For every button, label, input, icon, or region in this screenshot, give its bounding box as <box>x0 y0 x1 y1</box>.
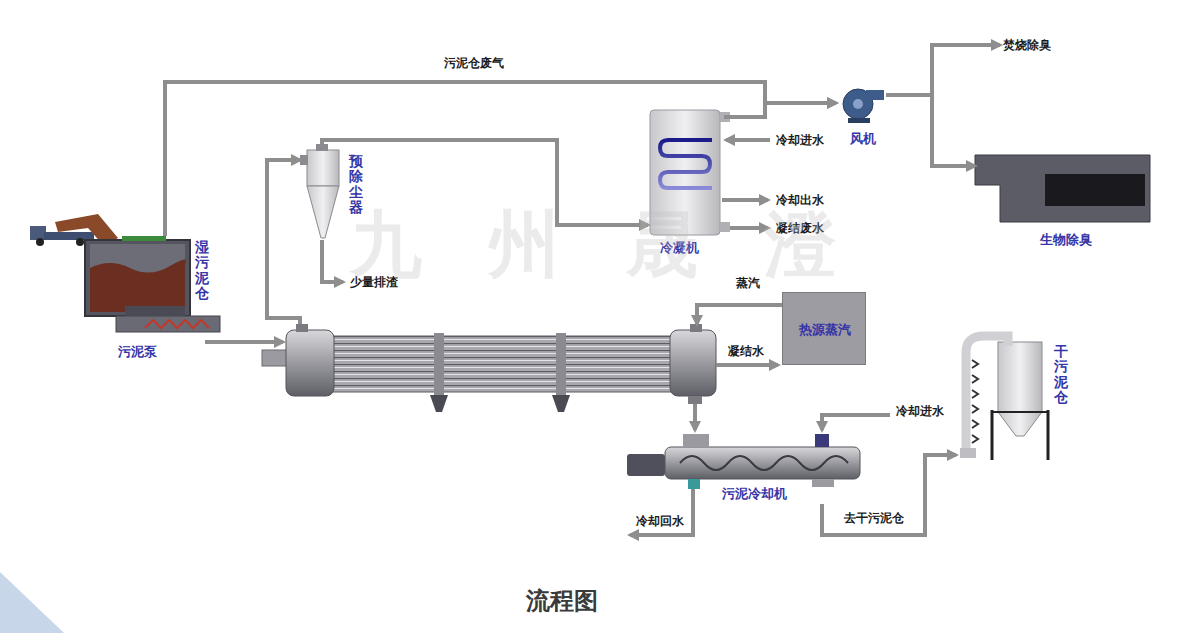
art-part <box>848 118 870 123</box>
cyclone <box>300 144 339 238</box>
art-part <box>36 238 44 246</box>
art-part <box>972 360 978 443</box>
condensate-label: 凝结水 <box>728 344 764 358</box>
art-part <box>690 324 702 332</box>
pipe <box>722 198 768 202</box>
art-part <box>627 454 665 476</box>
wet-sludge-bin-node: 湿污泥仓 <box>85 236 213 318</box>
sludge-cooler <box>627 434 860 489</box>
art-part <box>680 456 848 470</box>
water-label: 冷却回水 <box>636 514 684 528</box>
art-part <box>430 395 448 412</box>
water-label: 冷却进水 <box>776 133 824 147</box>
art-part <box>300 155 308 165</box>
art-part <box>552 395 570 412</box>
equipment-label: 污泥泵 <box>118 344 157 360</box>
art-part <box>665 447 860 479</box>
equipment-label: 风机 <box>850 131 876 147</box>
paddle-dryer <box>262 324 716 412</box>
pipe-connector <box>886 95 975 166</box>
art-part <box>688 396 702 404</box>
pipe <box>630 489 693 535</box>
art-part <box>683 434 709 447</box>
pipe <box>205 340 283 344</box>
steam-source-box: 热源蒸汽 <box>782 292 866 365</box>
art-part <box>90 244 185 312</box>
pipe-connector <box>886 45 1000 95</box>
corner-decoration <box>0 572 64 633</box>
pipe-connector <box>724 103 836 117</box>
art-part <box>307 186 339 238</box>
art-part <box>434 333 444 395</box>
fan <box>843 89 884 123</box>
pipe <box>726 138 770 142</box>
water-label: 冷却出水 <box>776 193 824 207</box>
sludge-pump-node: 污泥泵 <box>112 304 222 366</box>
fan-node: 风机 <box>836 86 886 150</box>
art-part <box>1047 410 1050 460</box>
art-part <box>90 259 186 312</box>
pipe-label: 污泥仓废气 <box>442 56 506 70</box>
art-part <box>44 232 94 240</box>
art-part <box>316 144 328 151</box>
art-part <box>670 330 716 396</box>
art-part <box>30 226 46 240</box>
dry-sludge-silo <box>960 336 1048 460</box>
art-part <box>991 410 994 460</box>
art-part <box>85 240 190 316</box>
art-part <box>116 316 220 332</box>
art-part <box>960 448 976 458</box>
bio-deodorizer-node: 生物除臭 <box>975 153 1152 253</box>
pipe <box>822 415 890 430</box>
pipe <box>693 404 697 430</box>
wet-sludge-bin <box>85 236 190 316</box>
art-part <box>296 324 308 332</box>
pipe-connector <box>822 455 956 535</box>
equipment-label: 预除尘器 <box>349 154 363 216</box>
art-part <box>853 99 863 109</box>
bio-deodorizer <box>975 155 1150 222</box>
pipe <box>322 240 343 282</box>
equipment-label: 热源蒸汽 <box>799 322 851 338</box>
art-part <box>815 434 829 447</box>
sludge-pump <box>116 306 220 332</box>
art-part <box>286 330 334 396</box>
diagram-title: 流程图 <box>526 585 598 617</box>
pipe <box>697 305 782 324</box>
art-part <box>1045 174 1145 206</box>
art-part <box>125 306 185 316</box>
art-part <box>122 236 166 241</box>
art-part <box>992 411 1048 413</box>
pipe-label: 去干污泥仓 <box>842 511 906 525</box>
incineration-node: 焚烧除臭 <box>1000 36 1068 56</box>
art-part <box>998 412 1042 436</box>
sludge-cooler-node: 污泥冷却机 <box>625 432 862 504</box>
art-part <box>866 90 884 100</box>
pipe <box>716 363 778 367</box>
art-part <box>660 140 712 188</box>
art-part <box>307 150 339 186</box>
equipment-label: 生物除臭 <box>1040 232 1092 248</box>
equipment-label: 干污泥仓 <box>1054 344 1068 406</box>
dry-sludge-bin-node: 干污泥仓 <box>956 330 1070 462</box>
pipe <box>267 160 300 324</box>
art-part <box>975 155 1150 222</box>
equipment-label: 焚烧除臭 <box>1003 38 1051 52</box>
art-part <box>812 479 834 487</box>
water-label: 冷却进水 <box>896 404 944 418</box>
watermark: 九州晟澄 <box>350 208 902 280</box>
equipment-label: 污泥冷却机 <box>722 486 787 502</box>
art-part <box>688 479 700 489</box>
art-part <box>76 238 84 246</box>
equipment-label: 湿污泥仓 <box>195 240 209 302</box>
art-part <box>998 342 1042 412</box>
art-part <box>556 333 566 395</box>
art-part <box>145 320 209 328</box>
art-part <box>330 336 675 392</box>
art-part <box>966 336 1008 455</box>
